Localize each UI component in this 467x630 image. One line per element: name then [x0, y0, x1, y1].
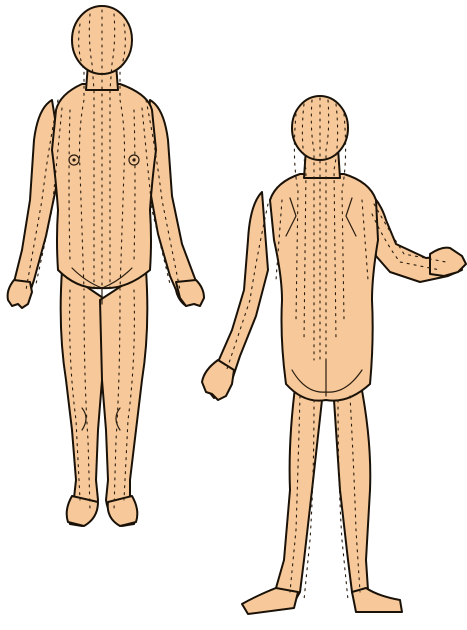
front-right-leg [100, 270, 147, 526]
front-torso [52, 84, 156, 288]
front-right-foot [108, 496, 138, 526]
back-left-leg [244, 380, 322, 612]
front-left-hand [8, 280, 32, 308]
front-left-nipple-dot [72, 158, 75, 161]
back-left-hand [202, 360, 234, 400]
back-torso [270, 174, 378, 401]
front-right-hand [176, 280, 204, 306]
front-left-foot [67, 496, 98, 526]
front-left-arm [12, 100, 60, 306]
back-right-hand [430, 248, 466, 276]
front-left-leg [61, 270, 106, 526]
back-view-figure [202, 96, 466, 614]
back-right-leg [334, 380, 400, 612]
front-view-figure [8, 6, 204, 526]
